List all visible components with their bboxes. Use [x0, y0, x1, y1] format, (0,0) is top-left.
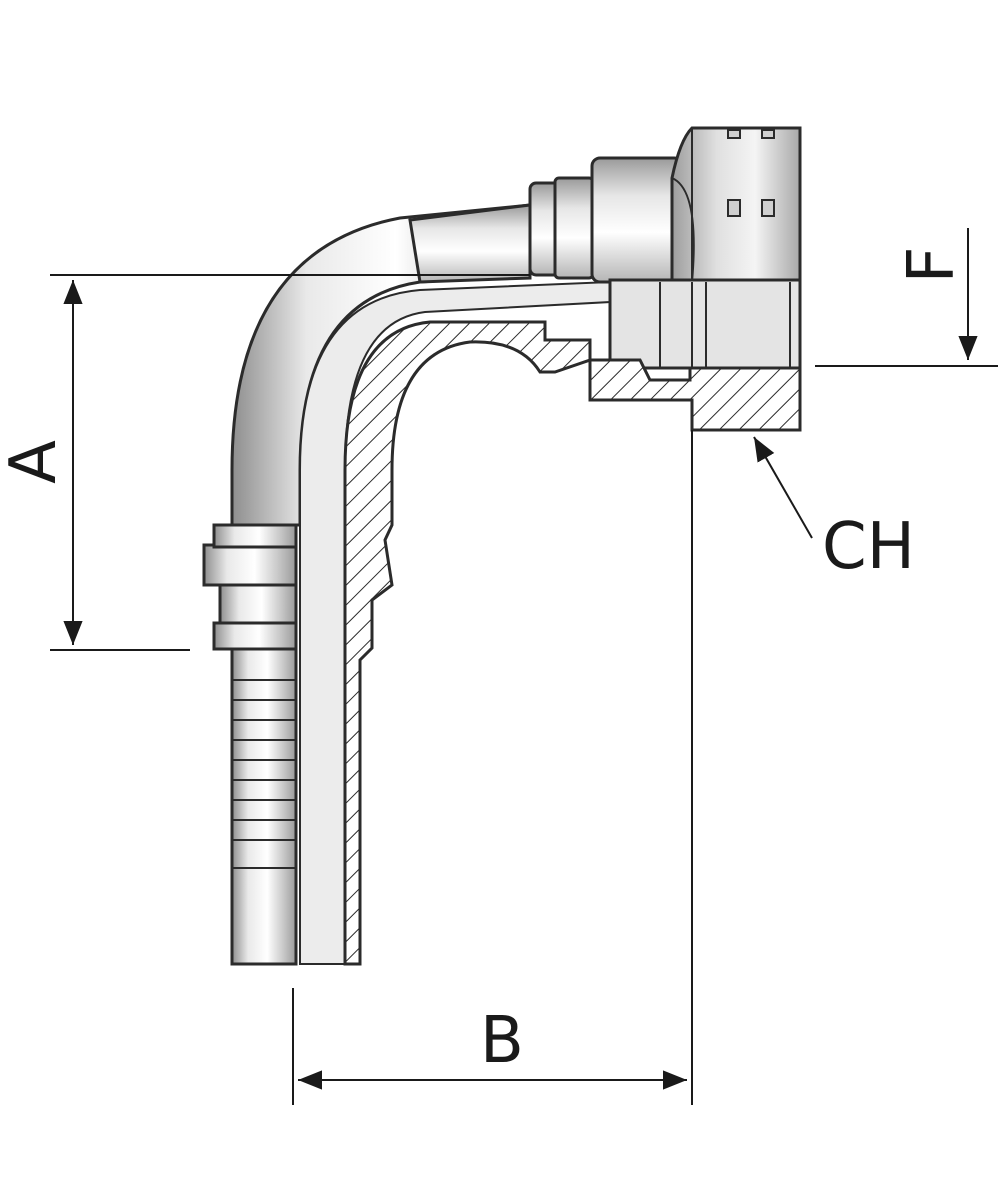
- dimension-a: A: [0, 274, 530, 651]
- swivel-nut: [588, 126, 802, 432]
- dimension-label-a: A: [0, 440, 71, 484]
- hose-tail: [202, 523, 298, 966]
- label-ch: CH: [822, 510, 915, 584]
- dimension-b: B: [292, 430, 693, 1105]
- leader-ch: CH: [753, 436, 915, 584]
- dimension-label-b: B: [480, 1004, 524, 1078]
- collar: [528, 156, 684, 284]
- hose-barbs: [232, 679, 296, 869]
- section-wall: [343, 320, 592, 966]
- dimension-label-f: F: [895, 247, 969, 284]
- dimension-f: F: [815, 228, 998, 367]
